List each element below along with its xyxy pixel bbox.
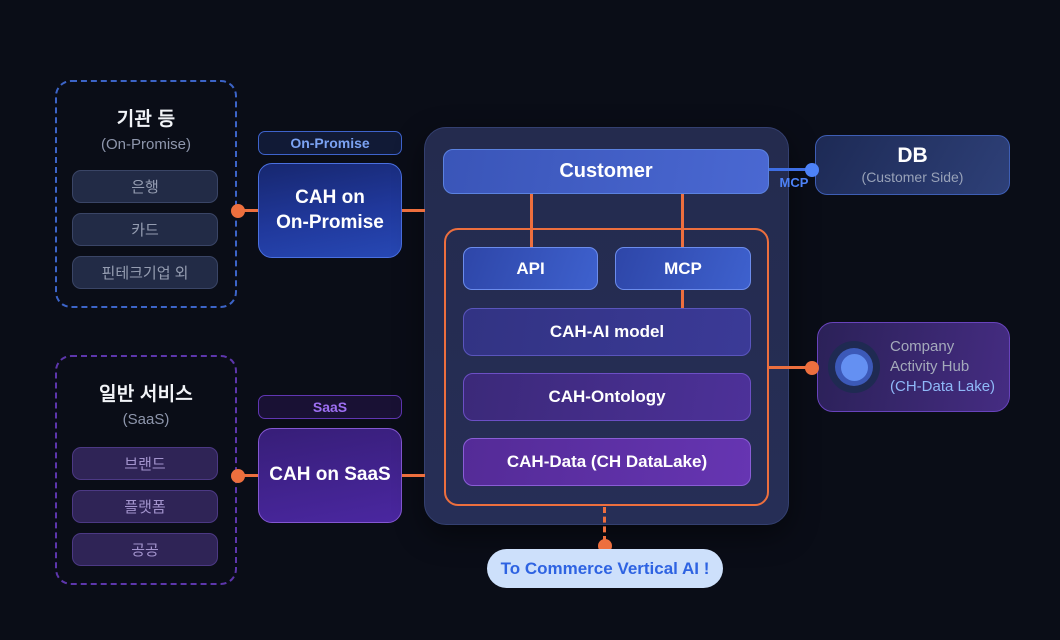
connector-cah-onpromise-panel [402, 209, 425, 212]
list-item-public: 공공 [72, 533, 218, 566]
group-general-services: 일반 서비스 (SaaS) 브랜드 플랫폼 공공 [55, 355, 237, 585]
connector-panel-cta [603, 507, 606, 542]
group-institutions-title: 기관 등 [116, 109, 176, 130]
list-item-card: 카드 [72, 213, 218, 246]
list-item-fintech: 핀테크기업 외 [72, 256, 218, 289]
connector-services-cah [237, 474, 258, 477]
connector-dot-institutions [231, 204, 245, 218]
list-item-platform: 플랫폼 [72, 490, 218, 523]
node-db: DB (Customer Side) [815, 135, 1010, 195]
list-item-bank: 은행 [72, 170, 218, 203]
connector-customer-api [530, 194, 533, 249]
list-item-brand: 브랜드 [72, 447, 218, 480]
node-mcp: MCP [615, 247, 751, 290]
hub-label-line3: (CH-Data Lake) [890, 378, 996, 395]
node-company-activity-hub: Company Activity Hub (CH-Data Lake) [817, 322, 1010, 412]
node-api: API [463, 247, 598, 290]
data-lake-icon [828, 341, 880, 393]
hub-label-line2: Activity Hub [890, 358, 970, 375]
connector-dot-db [805, 163, 819, 177]
node-customer: Customer [443, 149, 769, 194]
tag-on-promise: On-Promise [258, 131, 402, 155]
hub-label-line1: Company [890, 338, 955, 355]
hub-label: Company Activity Hub (CH-Data Lake) [890, 337, 995, 397]
connector-institutions-cah [237, 209, 258, 212]
group-institutions: 기관 등 (On-Promise) 은행 카드 핀테크기업 외 [55, 80, 237, 308]
connector-dot-hub [805, 361, 819, 375]
node-cah-ontology: CAH-Ontology [463, 373, 751, 421]
connector-cah-saas-panel [402, 474, 425, 477]
connector-dot-services [231, 469, 245, 483]
modules-frame [444, 228, 769, 506]
group-general-services-title: 일반 서비스 [99, 384, 193, 405]
group-institutions-subtitle: (On-Promise) [100, 136, 191, 153]
connector-panel-hub [768, 366, 817, 369]
mcp-link-label: MCP [779, 175, 809, 190]
node-cah-ai-model: CAH-AI model [463, 308, 751, 356]
connector-customer-db [768, 168, 814, 171]
cta-commerce-vertical-ai[interactable]: To Commerce Vertical AI ! [487, 549, 723, 588]
node-cah-on-saas: CAH on SaaS [258, 428, 402, 523]
node-db-title: DB [897, 143, 928, 167]
tag-saas: SaaS [258, 395, 402, 419]
node-cah-data: CAH-Data (CH DataLake) [463, 438, 751, 486]
node-cah-on-promise: CAH on On-Promise [258, 163, 402, 258]
group-general-services-subtitle: (SaaS) [122, 411, 170, 428]
central-panel: Customer API MCP CAH-AI model CAH-Ontolo… [424, 127, 789, 525]
node-db-subtitle: (Customer Side) [861, 169, 964, 186]
